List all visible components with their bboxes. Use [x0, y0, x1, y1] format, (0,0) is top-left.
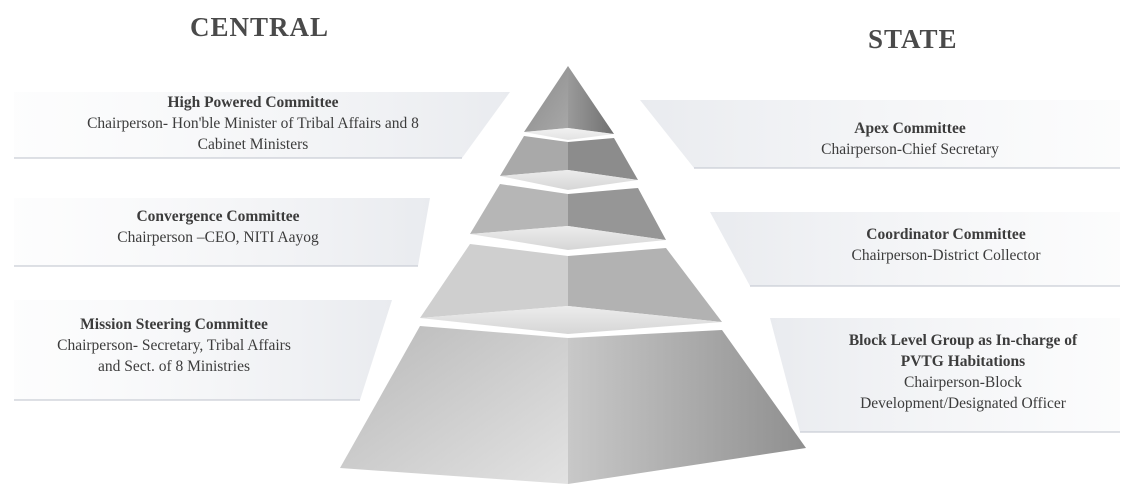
committee-title: Mission Steering Committee	[14, 314, 334, 335]
committee-detail: and Sect. of 8 Ministries	[14, 356, 334, 377]
committee-detail: Chairperson- Secretary, Tribal Affairs	[14, 335, 334, 356]
pyramid-tier-5	[340, 326, 806, 484]
committee-title: Coordinator Committee	[796, 224, 1096, 245]
committee-detail: Chairperson-District Collector	[796, 245, 1096, 266]
committee-title: High Powered Committee	[18, 92, 488, 113]
state-committee-2: Coordinator Committee Chairperson-Distri…	[796, 224, 1096, 266]
pyramid-tier-1	[524, 66, 614, 140]
committee-detail: Chairperson –CEO, NITI Aayog	[18, 227, 418, 248]
central-committee-3: Mission Steering Committee Chairperson- …	[14, 314, 334, 377]
committee-title: Apex Committee	[760, 118, 1060, 139]
committee-title: Convergence Committee	[18, 206, 418, 227]
committee-detail: Chairperson-Block	[808, 372, 1118, 393]
central-committee-2: Convergence Committee Chairperson –CEO, …	[18, 206, 418, 248]
committee-detail: Chairperson-Chief Secretary	[760, 139, 1060, 160]
committee-title: PVTG Habitations	[808, 351, 1118, 372]
pyramid-tier-3	[470, 184, 666, 250]
state-heading: STATE	[868, 24, 958, 55]
central-committee-1: High Powered Committee Chairperson- Hon'…	[18, 92, 488, 155]
state-committee-1: Apex Committee Chairperson-Chief Secreta…	[760, 118, 1060, 160]
committee-detail: Development/Designated Officer	[808, 393, 1118, 414]
committee-title: Block Level Group as In-charge of	[808, 330, 1118, 351]
central-heading: CENTRAL	[190, 12, 329, 43]
committee-detail: Chairperson- Hon'ble Minister of Tribal …	[18, 113, 488, 134]
state-committee-3: Block Level Group as In-charge of PVTG H…	[808, 330, 1118, 414]
pyramid-tier-4	[420, 244, 722, 334]
pyramid-tier-2	[500, 136, 638, 190]
committee-detail: Cabinet Ministers	[18, 134, 488, 155]
